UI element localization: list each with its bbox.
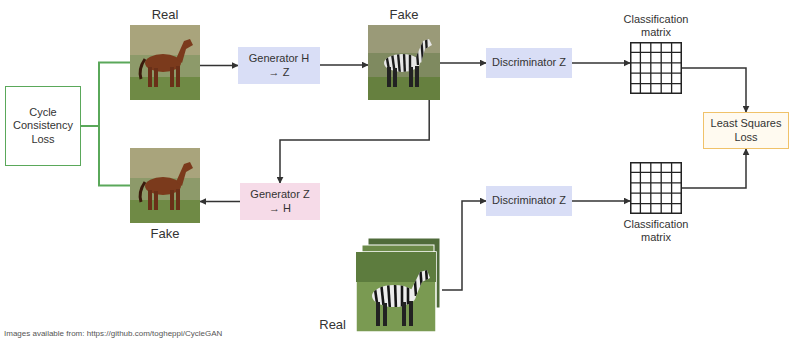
cycle-link [81, 126, 130, 186]
image-stack: Real [350, 238, 442, 334]
cycle-link [81, 63, 130, 127]
flow-arrow [280, 100, 429, 183]
image-heading: Fake [368, 7, 440, 22]
box-label: Discriminator Z [492, 56, 566, 69]
loss-box: Least Squares Loss [703, 112, 789, 149]
zebra-photo-stack [350, 238, 442, 334]
discriminator-box: Discriminator Z [486, 186, 572, 216]
flow-arrow [682, 149, 746, 188]
generator-box: Generator H → Z [238, 47, 320, 84]
flow-arrow [320, 64, 368, 66]
source-note: Images available from: https://github.co… [4, 329, 222, 338]
image-box: Real [130, 25, 200, 100]
image-box: Fake [130, 148, 200, 223]
image-heading: Real [319, 317, 346, 332]
flow-arrow [442, 201, 486, 290]
flow-arrow [200, 201, 240, 203]
box-label: Generator H → Z [244, 52, 314, 78]
horse-photo [130, 148, 200, 223]
matrix-heading: Classification matrix [611, 218, 701, 244]
box-label: Discriminator Z [492, 194, 566, 207]
flow-arrow [200, 65, 238, 67]
zebra-photo [368, 25, 440, 100]
generator-box: Generator Z → H [240, 183, 320, 220]
loss-box: Cycle Consistency Loss [5, 86, 81, 166]
box-label: Least Squares Loss [710, 117, 782, 143]
flow-arrow [440, 62, 486, 64]
image-heading: Real [130, 7, 200, 22]
flow-arrow [572, 62, 630, 64]
flow-arrow [682, 68, 746, 112]
box-label: Cycle Consistency Loss [12, 106, 74, 146]
flow-arrow [572, 200, 630, 202]
grid [630, 162, 682, 214]
box-label: Generator Z → H [246, 188, 314, 214]
image-heading: Fake [130, 226, 200, 241]
image-box: Fake [368, 25, 440, 100]
classification-matrix: Classification matrix [630, 162, 682, 214]
classification-matrix: Classification matrix [630, 42, 682, 94]
discriminator-box: Discriminator Z [486, 48, 572, 78]
matrix-heading: Classification matrix [611, 13, 701, 39]
grid [630, 42, 682, 94]
horse-photo [130, 25, 200, 100]
